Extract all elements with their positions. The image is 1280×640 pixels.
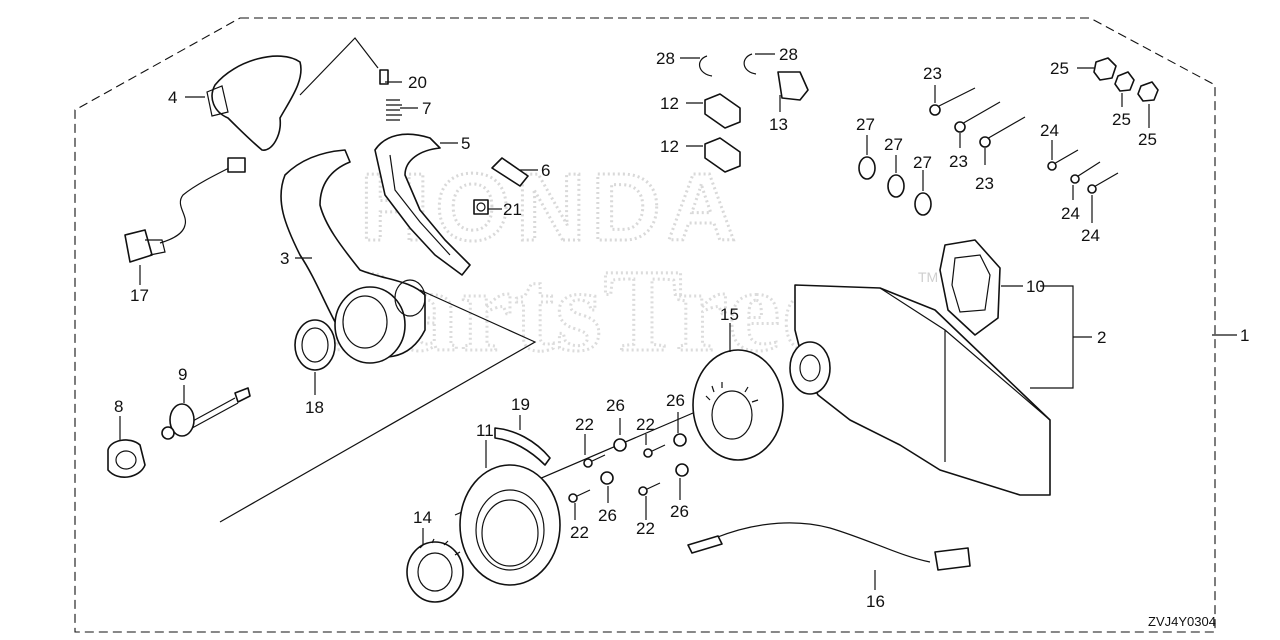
part-screws-24 <box>1047 149 1119 194</box>
callout-23a: 23 <box>923 64 942 83</box>
callout-15: 15 <box>720 305 739 324</box>
drawing-code: ZVJ4Y0304 <box>1148 614 1216 629</box>
callout-24c: 24 <box>1081 226 1100 245</box>
callout-25a: 25 <box>1050 59 1069 78</box>
callout-9: 9 <box>178 365 187 384</box>
callout-3: 3 <box>280 249 289 268</box>
part-clip-bolt <box>473 157 529 215</box>
part-cable <box>687 522 971 571</box>
callout-28a: 28 <box>656 49 675 68</box>
part-drum <box>459 464 561 586</box>
callout-2: 2 <box>1097 328 1106 347</box>
watermark: HONDA PartsTree TM <box>324 153 939 378</box>
callout-13: 13 <box>769 115 788 134</box>
callout-16: 16 <box>866 592 885 611</box>
part-arm-link <box>374 133 471 276</box>
part-grip-cover <box>206 55 302 151</box>
part-blocks <box>704 93 741 173</box>
callout-12b: 12 <box>660 137 679 156</box>
assembly-border <box>74 17 1216 633</box>
callout-7: 7 <box>422 99 431 118</box>
callout-5: 5 <box>461 134 470 153</box>
part-screws-23 <box>929 87 1026 148</box>
callout-21: 21 <box>503 200 522 219</box>
part-clips <box>699 53 809 101</box>
callout-23c: 23 <box>975 174 994 193</box>
callout-27b: 27 <box>884 135 903 154</box>
part-switch-harness <box>124 157 246 263</box>
part-screw-spring <box>379 69 402 121</box>
part-washer <box>294 319 336 371</box>
part-housing <box>789 284 1051 496</box>
part-lever-arm <box>280 149 426 364</box>
callout-14: 14 <box>413 508 432 527</box>
part-gear-plate <box>692 349 784 461</box>
callout-12a: 12 <box>660 94 679 113</box>
callout-27a: 27 <box>856 115 875 134</box>
leader-lines <box>119 37 1237 590</box>
part-ring-gear <box>406 538 464 603</box>
callout-24a: 24 <box>1040 121 1059 140</box>
callout-17: 17 <box>130 286 149 305</box>
callout-1: 1 <box>1240 326 1249 345</box>
part-gasket-plate <box>939 239 1001 336</box>
part-screws-22-nuts-26 <box>568 433 689 503</box>
callout-18: 18 <box>305 398 324 417</box>
callout-25c: 25 <box>1138 130 1157 149</box>
callout-25b: 25 <box>1112 110 1131 129</box>
callout-23b: 23 <box>949 152 968 171</box>
part-knob <box>107 439 146 478</box>
callout-26a: 26 <box>606 396 625 415</box>
callouts: 1 2 3 4 5 6 7 8 9 10 11 12 12 13 14 15 1… <box>114 45 1249 611</box>
callout-24b: 24 <box>1061 204 1080 223</box>
callout-26b: 26 <box>666 391 685 410</box>
callout-19: 19 <box>511 395 530 414</box>
callout-4: 4 <box>168 88 177 107</box>
callout-6: 6 <box>541 161 550 180</box>
callout-10: 10 <box>1026 277 1045 296</box>
part-strip <box>494 427 551 466</box>
callout-22b: 22 <box>636 415 655 434</box>
callout-22c: 22 <box>570 523 589 542</box>
callout-27c: 27 <box>913 153 932 172</box>
callout-22d: 22 <box>636 519 655 538</box>
callout-26d: 26 <box>670 502 689 521</box>
callout-20: 20 <box>408 73 427 92</box>
part-shaft <box>161 387 251 440</box>
callout-26c: 26 <box>598 506 617 525</box>
callout-8: 8 <box>114 397 123 416</box>
part-nuts-25 <box>1093 57 1159 102</box>
watermark-brand: HONDA <box>360 154 742 261</box>
callout-11: 11 <box>476 421 494 440</box>
watermark-tm: TM <box>918 269 938 285</box>
part-washers-27 <box>858 156 932 216</box>
callout-28b: 28 <box>779 45 798 64</box>
callout-22a: 22 <box>575 415 594 434</box>
